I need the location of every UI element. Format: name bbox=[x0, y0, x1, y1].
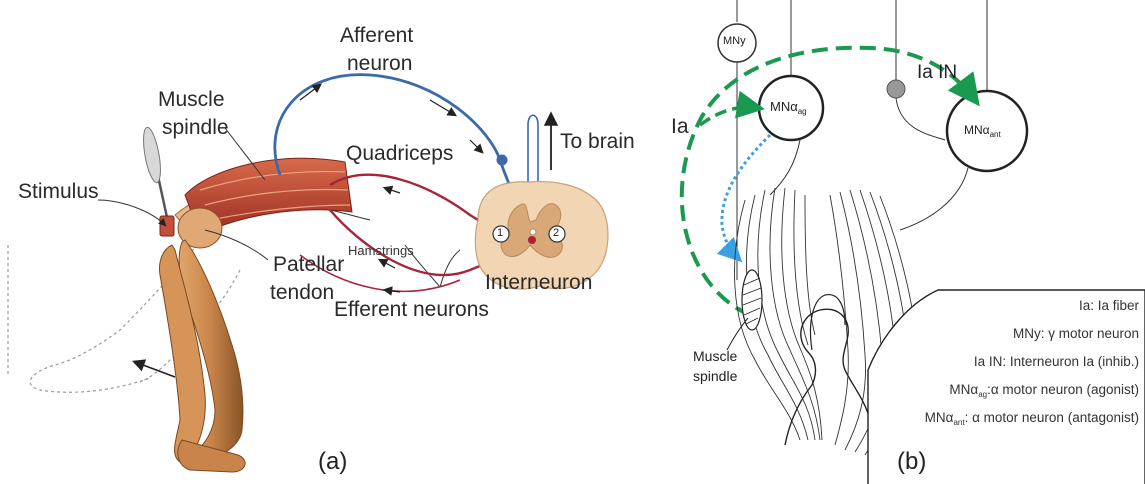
gamma-path bbox=[722, 135, 770, 258]
legend-entry-ia-in: Ia IN: Interneuron Ia (inhib.) bbox=[974, 354, 1139, 369]
label-mna-ag: MNαag bbox=[770, 99, 807, 116]
ia-fiber-path bbox=[682, 48, 975, 315]
label-muscle-spindle-b-line1: Muscle bbox=[693, 348, 737, 364]
movement-arrow bbox=[135, 362, 175, 377]
interneuron-cell bbox=[528, 236, 536, 244]
reflex-hammer bbox=[140, 126, 174, 236]
ia-to-mna-ag bbox=[700, 107, 758, 125]
label-mny: MNy bbox=[723, 35, 746, 47]
bone-outline bbox=[785, 309, 873, 484]
label-stimulus: Stimulus bbox=[18, 180, 99, 204]
label-ia: Ia bbox=[671, 115, 689, 139]
afferent-cell-body bbox=[497, 155, 508, 166]
label-muscle-spindle-line1: Muscle bbox=[158, 88, 225, 112]
label-muscle-spindle-b-line2: spindle bbox=[693, 368, 737, 384]
ia-in-neuron bbox=[887, 80, 905, 98]
legend-entry-ia: Ia: Ia fiber bbox=[1079, 298, 1139, 313]
label-ia-in: Ia IN bbox=[917, 62, 957, 84]
label-patellar-line2: tendon bbox=[270, 281, 334, 305]
caption-b: (b) bbox=[897, 448, 926, 476]
legend-entry-mna-ant: MNαant: α motor neuron (antagonist) bbox=[925, 410, 1139, 427]
legend-entry-mna-ag: MNαag:α motor neuron (agonist) bbox=[949, 382, 1139, 399]
label-afferent-line1: Afferent bbox=[340, 24, 413, 48]
label-hamstrings: Hamstrings bbox=[348, 243, 414, 258]
label-patellar-line1: Patellar bbox=[273, 253, 344, 277]
synapse-1-number: 1 bbox=[497, 227, 503, 239]
legend-entry-mny: MNy: γ motor neuron bbox=[1013, 326, 1139, 341]
label-mna-ant: MNαant bbox=[964, 123, 1001, 139]
label-muscle-spindle-line2: spindle bbox=[162, 116, 229, 140]
label-to-brain: To brain bbox=[560, 130, 635, 154]
label-interneuron: Interneuron bbox=[485, 271, 592, 295]
synapse-2-number: 2 bbox=[553, 227, 559, 239]
caption-a: (a) bbox=[318, 448, 347, 476]
label-efferent-neurons: Efferent neurons bbox=[334, 298, 489, 322]
label-afferent-line2: neuron bbox=[347, 52, 412, 76]
label-quadriceps: Quadriceps bbox=[346, 142, 453, 166]
